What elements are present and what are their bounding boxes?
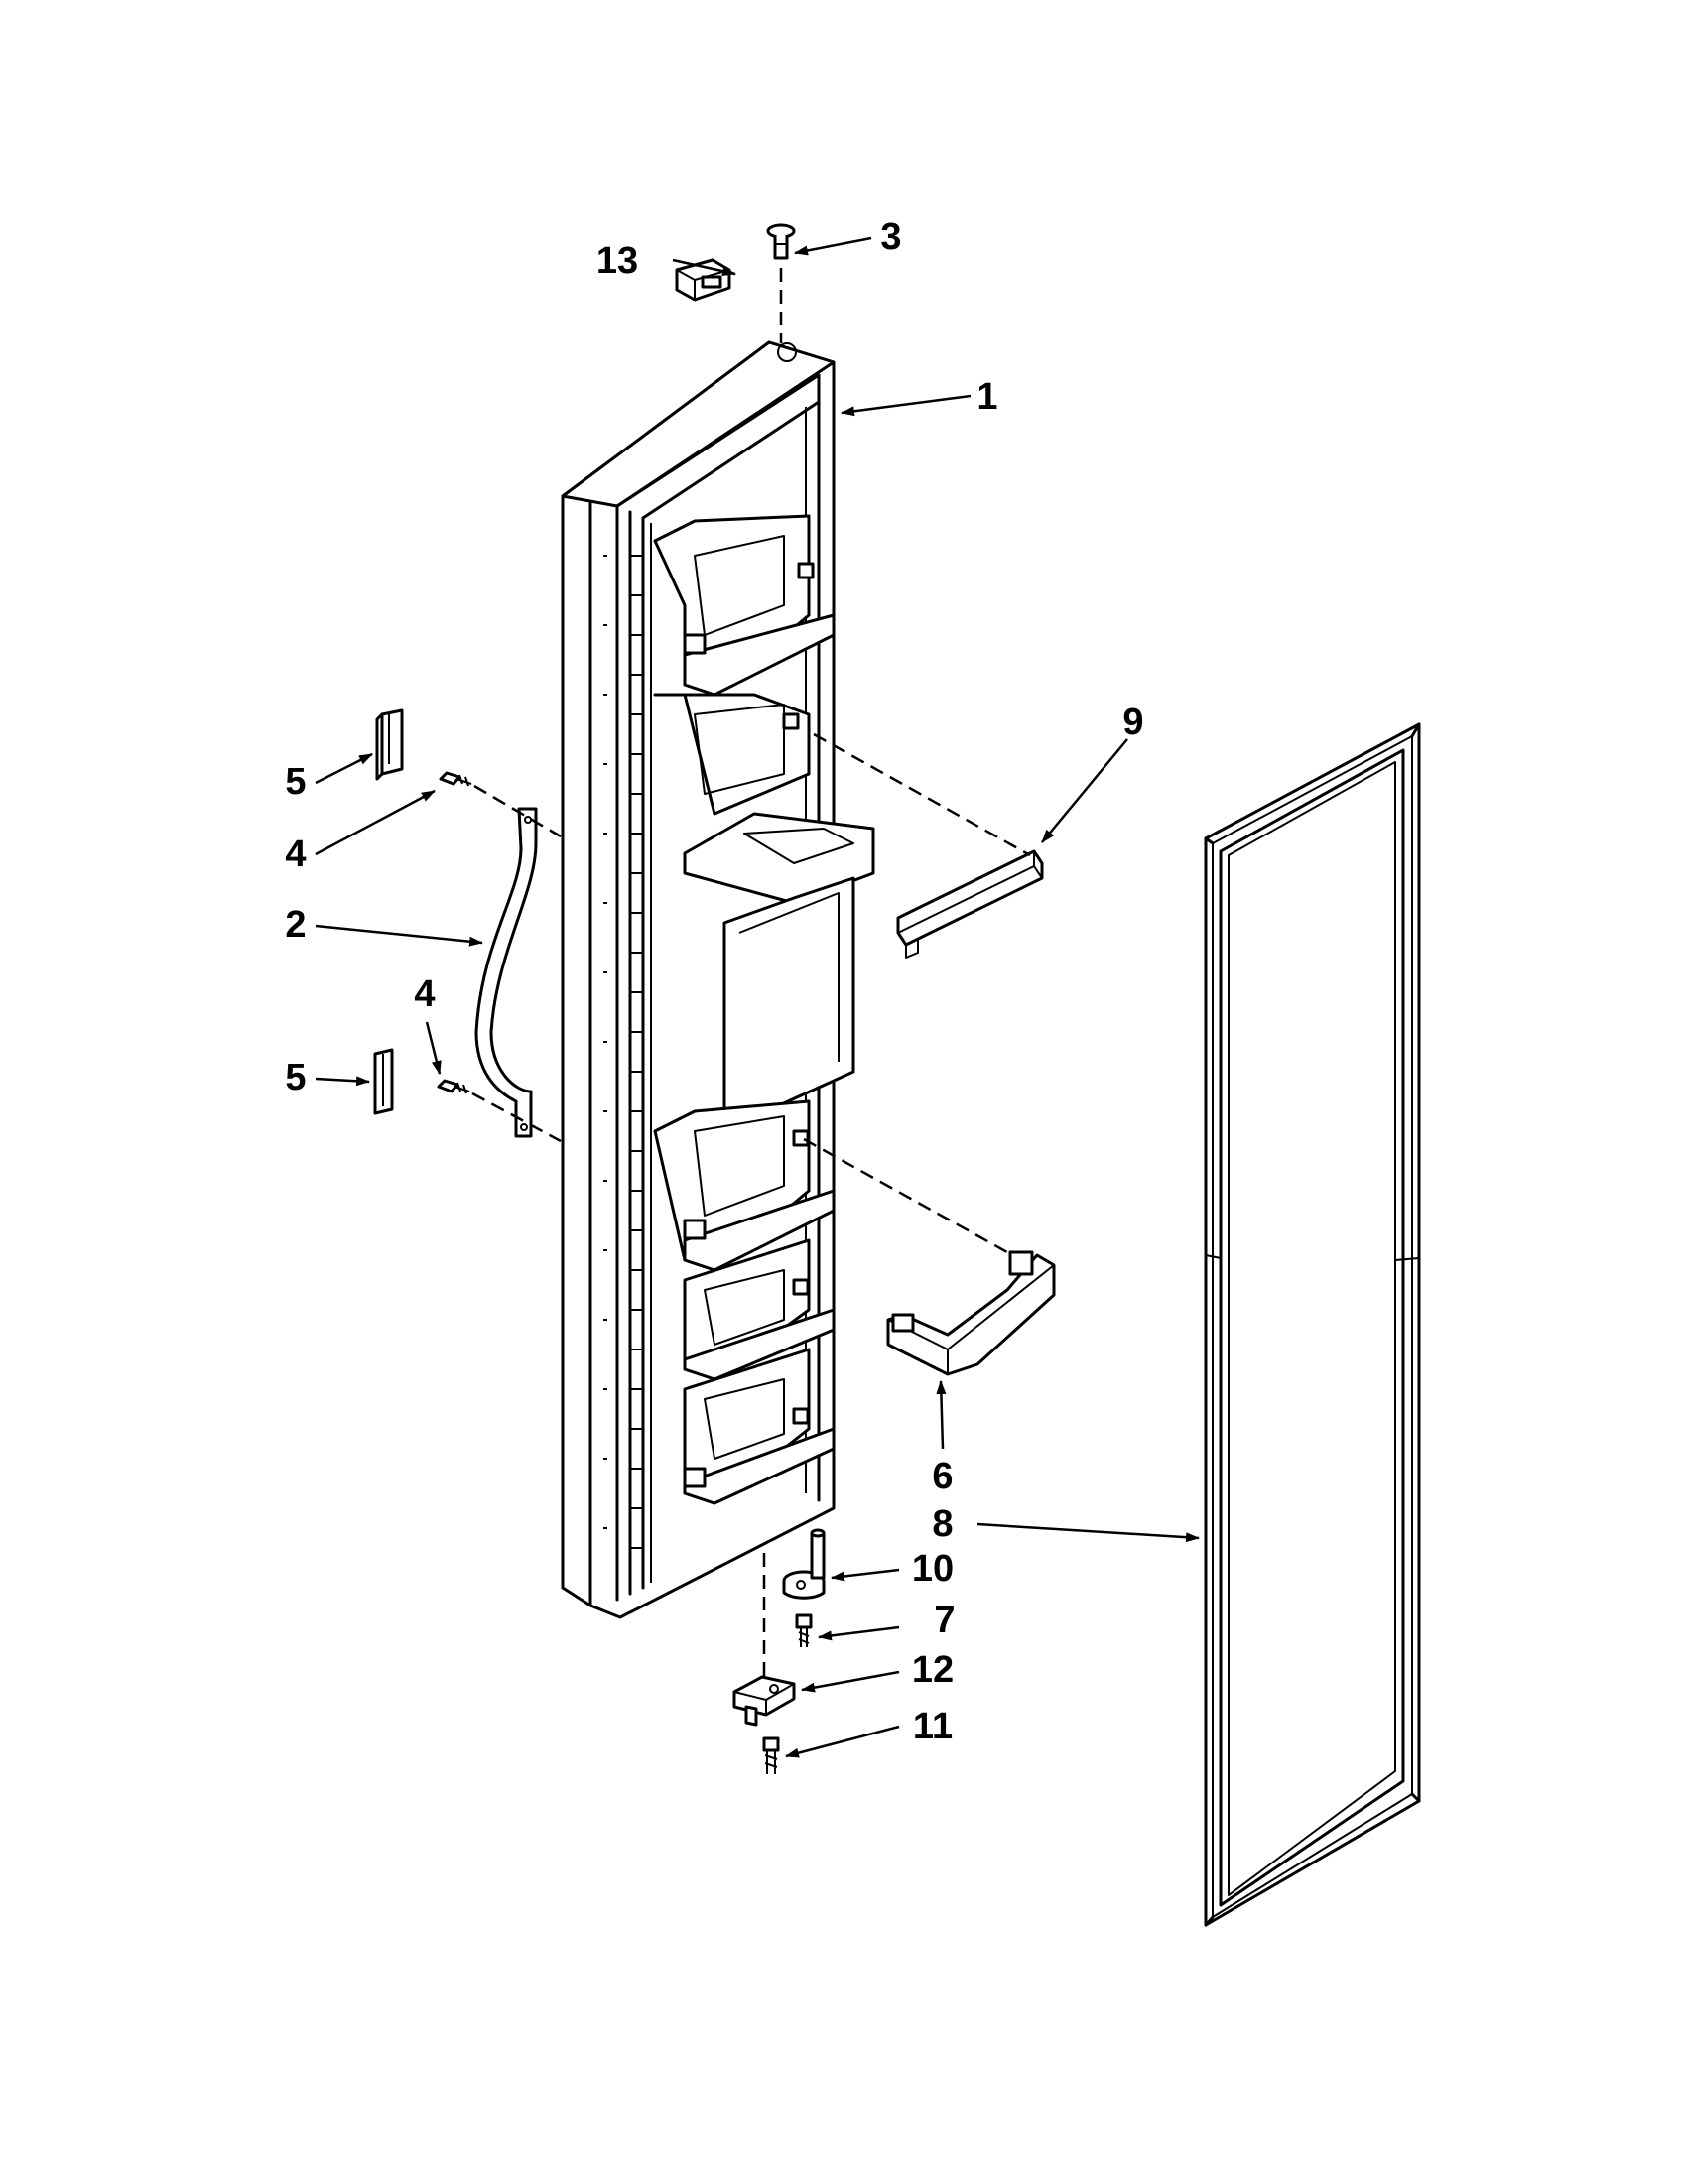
- callout-9: 9: [1122, 702, 1143, 743]
- callout-11: 11: [913, 1706, 953, 1747]
- screw-icon[interactable]: [762, 1736, 780, 1774]
- leader-arrows: [315, 236, 1200, 1758]
- callout-6: 6: [932, 1456, 953, 1497]
- door-gasket-icon[interactable]: [1204, 722, 1421, 1927]
- callout-labels: 13 3 1 9 5 4 2 4 5 6 8 10 7 12 11: [285, 216, 1143, 1747]
- screw-icon[interactable]: [439, 771, 472, 787]
- callout-12: 12: [912, 1649, 954, 1691]
- door-liner-bins: [653, 514, 875, 1505]
- screw-icon[interactable]: [795, 1613, 813, 1647]
- gasket-ticks: [631, 555, 642, 1549]
- callout-4-lower: 4: [414, 973, 435, 1015]
- callout-3: 3: [880, 216, 901, 258]
- callout-8: 8: [932, 1503, 953, 1545]
- hinge-bracket-icon[interactable]: [732, 1675, 796, 1727]
- hinge-pin-icon[interactable]: [782, 1528, 826, 1600]
- hinge-bushing-icon[interactable]: [766, 223, 796, 260]
- callout-2: 2: [285, 904, 306, 946]
- callout-4-upper: 4: [285, 834, 306, 875]
- door-handle-icon[interactable]: [474, 807, 538, 1138]
- handle-end-cap-icon[interactable]: [373, 1048, 394, 1115]
- door-shelf-bin-icon[interactable]: [886, 1250, 1056, 1376]
- callout-7: 7: [934, 1600, 955, 1641]
- callout-5-lower: 5: [285, 1057, 306, 1098]
- refrigerator-door-icon[interactable]: [561, 340, 875, 1619]
- handle-end-cap-icon[interactable]: [375, 708, 404, 781]
- callout-1: 1: [976, 376, 997, 418]
- callout-13: 13: [596, 240, 638, 282]
- shelf-rail-icon[interactable]: [896, 849, 1044, 959]
- callout-5-upper: 5: [285, 761, 306, 803]
- door-side-rivets: [603, 555, 607, 1529]
- screw-icon[interactable]: [437, 1079, 470, 1094]
- callout-10: 10: [912, 1548, 954, 1590]
